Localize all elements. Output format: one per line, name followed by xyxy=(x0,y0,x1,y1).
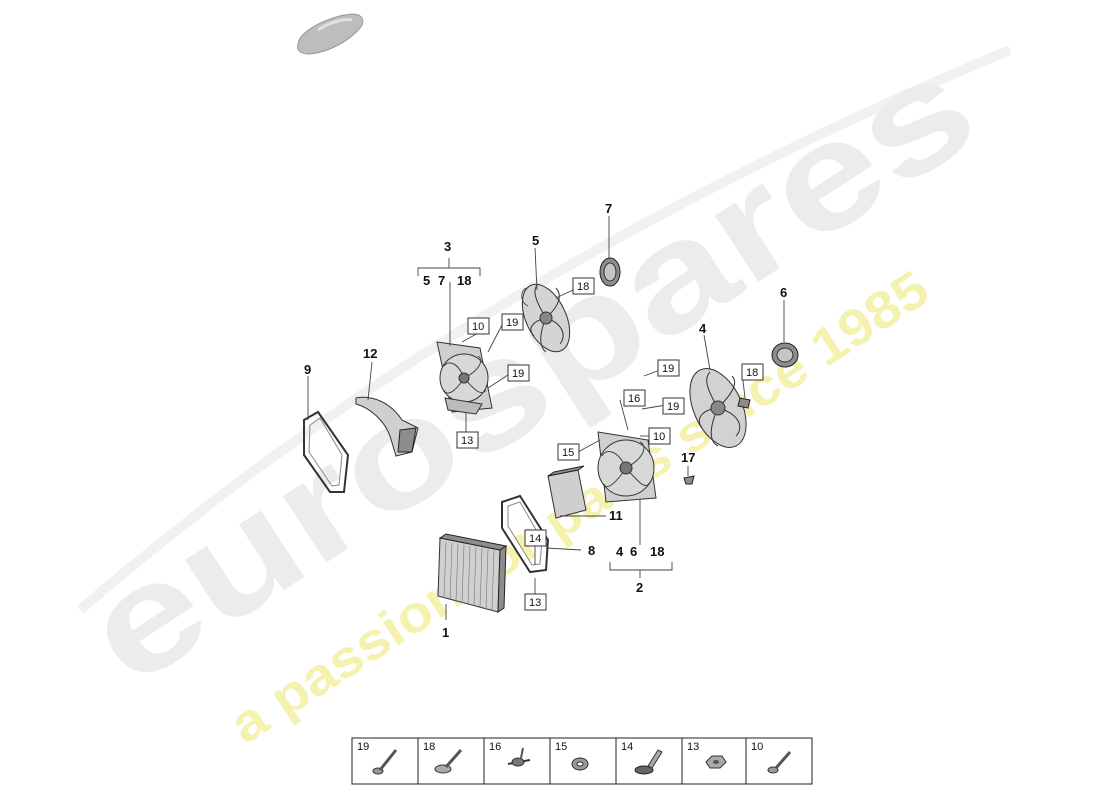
boxed-label-14[interactable]: 14 xyxy=(524,529,547,547)
label-part-4[interactable]: 4 xyxy=(699,321,707,336)
label-part-7[interactable]: 7 xyxy=(605,201,612,216)
clip-icon xyxy=(507,747,531,767)
expansion-rivet-icon xyxy=(634,749,663,775)
legend-cell-13[interactable]: 13 xyxy=(687,741,727,769)
svg-text:15: 15 xyxy=(562,447,574,459)
label-group3-part-18[interactable]: 18 xyxy=(457,273,471,288)
part-number-labels: 3 5 7 18 5 7 9 12 6 4 17 11 8 4 6 18 2 1 xyxy=(304,201,787,640)
fan-motor-upper-part[interactable] xyxy=(599,257,621,287)
legend-cell-16[interactable]: 16 xyxy=(489,741,531,767)
shroud-panel-part[interactable] xyxy=(547,465,587,519)
svg-text:13: 13 xyxy=(529,597,541,609)
fan-assembly-lower-part[interactable] xyxy=(597,431,657,503)
label-part-17[interactable]: 17 xyxy=(681,450,695,465)
svg-text:10: 10 xyxy=(653,431,665,443)
label-part-2[interactable]: 2 xyxy=(636,580,643,595)
fan-assembly-upper-part[interactable] xyxy=(436,341,493,415)
svg-text:10: 10 xyxy=(751,741,763,753)
boxed-label-10-lower[interactable]: 10 xyxy=(648,427,671,445)
label-part-6[interactable]: 6 xyxy=(780,285,787,300)
air-duct-part[interactable] xyxy=(355,396,419,457)
clip-part[interactable] xyxy=(683,475,695,485)
boxed-label-18-lower[interactable]: 18 xyxy=(741,363,764,381)
svg-text:19: 19 xyxy=(662,363,674,375)
boxed-label-13-lower[interactable]: 13 xyxy=(524,593,547,611)
label-part-8[interactable]: 8 xyxy=(588,543,595,558)
svg-text:14: 14 xyxy=(529,533,541,545)
svg-text:18: 18 xyxy=(746,367,758,379)
boxed-label-10-upper[interactable]: 10 xyxy=(467,317,490,335)
label-group3-part-5[interactable]: 5 xyxy=(423,273,430,288)
boxed-label-19-lower-a[interactable]: 19 xyxy=(657,359,680,377)
svg-text:13: 13 xyxy=(687,741,699,753)
label-part-12[interactable]: 12 xyxy=(363,346,377,361)
radiator-part[interactable] xyxy=(437,533,508,613)
label-part-5[interactable]: 5 xyxy=(532,233,539,248)
legend-cell-15[interactable]: 15 xyxy=(555,741,589,771)
flange-bolt-icon xyxy=(434,749,463,774)
leader-lines xyxy=(307,216,785,620)
label-part-3[interactable]: 3 xyxy=(444,239,451,254)
svg-text:19: 19 xyxy=(512,368,524,380)
label-part-1[interactable]: 1 xyxy=(442,625,449,640)
svg-text:19: 19 xyxy=(357,741,369,753)
svg-text:16: 16 xyxy=(489,741,501,753)
long-bolt-icon xyxy=(372,749,398,775)
boxed-label-19-upper-a[interactable]: 19 xyxy=(501,313,524,331)
grommet-icon xyxy=(571,757,589,771)
svg-text:10: 10 xyxy=(472,321,484,333)
boxed-label-19-lower-b[interactable]: 19 xyxy=(662,397,685,415)
boxed-label-13-upper[interactable]: 13 xyxy=(456,431,479,449)
svg-text:18: 18 xyxy=(423,741,435,753)
legend-cell-10[interactable]: 10 xyxy=(751,741,792,774)
fan-wheel-upper-part[interactable] xyxy=(513,277,580,359)
boxed-label-19-upper-b[interactable]: 19 xyxy=(507,364,530,382)
screw-icon xyxy=(767,751,792,774)
fan-motor-lower-part[interactable] xyxy=(771,342,799,368)
svg-text:14: 14 xyxy=(621,741,633,753)
svg-text:15: 15 xyxy=(555,741,567,753)
svg-text:18: 18 xyxy=(577,281,589,293)
legend-cell-18[interactable]: 18 xyxy=(423,741,463,774)
label-group3-part-7[interactable]: 7 xyxy=(438,273,445,288)
boxed-label-18-upper[interactable]: 18 xyxy=(572,277,595,295)
shroud-frame-left-part[interactable] xyxy=(303,410,350,493)
label-part-9[interactable]: 9 xyxy=(304,362,311,377)
car-icon xyxy=(297,13,364,55)
watermark: eurospares a passion for parts since 198… xyxy=(56,20,1012,755)
svg-text:16: 16 xyxy=(628,393,640,405)
boxed-label-15[interactable]: 15 xyxy=(557,443,580,461)
svg-text:19: 19 xyxy=(667,401,679,413)
nut-icon xyxy=(705,755,727,769)
boxed-reference-labels: 10 19 19 13 18 19 16 19 xyxy=(456,277,764,611)
label-group2-part-6[interactable]: 6 xyxy=(630,544,637,559)
fan-wheel-lower-part[interactable] xyxy=(678,360,757,456)
legend-cell-14[interactable]: 14 xyxy=(621,741,663,775)
shroud-frame-right-part[interactable] xyxy=(501,494,550,574)
boxed-label-16[interactable]: 16 xyxy=(623,389,646,407)
legend-cell-19[interactable]: 19 xyxy=(357,741,398,775)
hardware-legend: 19 18 16 15 xyxy=(351,737,813,785)
label-part-11[interactable]: 11 xyxy=(609,508,623,523)
label-group2-part-18[interactable]: 18 xyxy=(650,544,664,559)
label-group2-part-4[interactable]: 4 xyxy=(616,544,624,559)
svg-text:19: 19 xyxy=(506,317,518,329)
svg-text:13: 13 xyxy=(461,435,473,447)
